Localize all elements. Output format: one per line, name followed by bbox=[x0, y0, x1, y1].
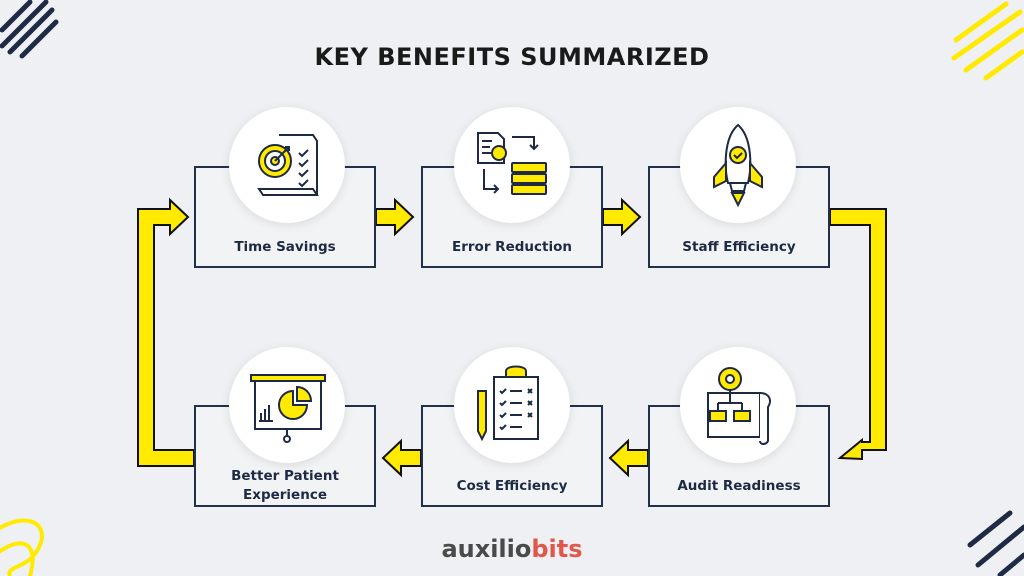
presentation-chart-icon bbox=[250, 374, 326, 443]
step-badge bbox=[454, 107, 570, 223]
step-badge bbox=[680, 347, 796, 463]
brand-logo: auxiliobits bbox=[0, 535, 1024, 563]
step-badge bbox=[229, 347, 345, 463]
clipboard-checklist-icon bbox=[477, 365, 539, 442]
decorative-scribble-bottom-right-icon bbox=[967, 510, 1024, 576]
step-label: Time Savings bbox=[234, 239, 336, 255]
logo-text-part1: auxilio bbox=[441, 535, 532, 563]
arrow-time-to-error bbox=[375, 197, 415, 237]
decorative-scribble-bottom-left-icon bbox=[0, 518, 44, 576]
decorative-scribble-top-left-icon bbox=[0, 0, 59, 59]
page-title: KEY BENEFITS SUMMARIZED bbox=[314, 43, 710, 71]
gear-blueprint-icon bbox=[707, 367, 771, 445]
arrow-staff-to-audit bbox=[829, 208, 887, 461]
rocket-icon bbox=[713, 123, 763, 208]
step-badge bbox=[680, 107, 796, 223]
step-box-time-savings: Time Savings bbox=[194, 166, 376, 268]
step-label: Error Reduction bbox=[452, 239, 572, 255]
arrow-audit-to-cost bbox=[608, 438, 649, 478]
step-label: Audit Readiness bbox=[677, 478, 801, 494]
step-label: Cost Efficiency bbox=[456, 478, 568, 494]
step-badge bbox=[454, 347, 570, 463]
arrow-cost-to-patient bbox=[381, 438, 422, 478]
arrow-error-to-staff bbox=[602, 197, 642, 237]
step-badge bbox=[229, 107, 345, 223]
document-gear-database-icon bbox=[477, 132, 547, 195]
logo-text-part2: bits bbox=[531, 535, 583, 563]
step-label: Staff Efficiency bbox=[682, 239, 796, 255]
arrow-patient-to-time bbox=[137, 197, 195, 467]
decorative-scribble-top-right-icon bbox=[951, 1, 1024, 81]
target-checklist-icon bbox=[257, 134, 319, 196]
